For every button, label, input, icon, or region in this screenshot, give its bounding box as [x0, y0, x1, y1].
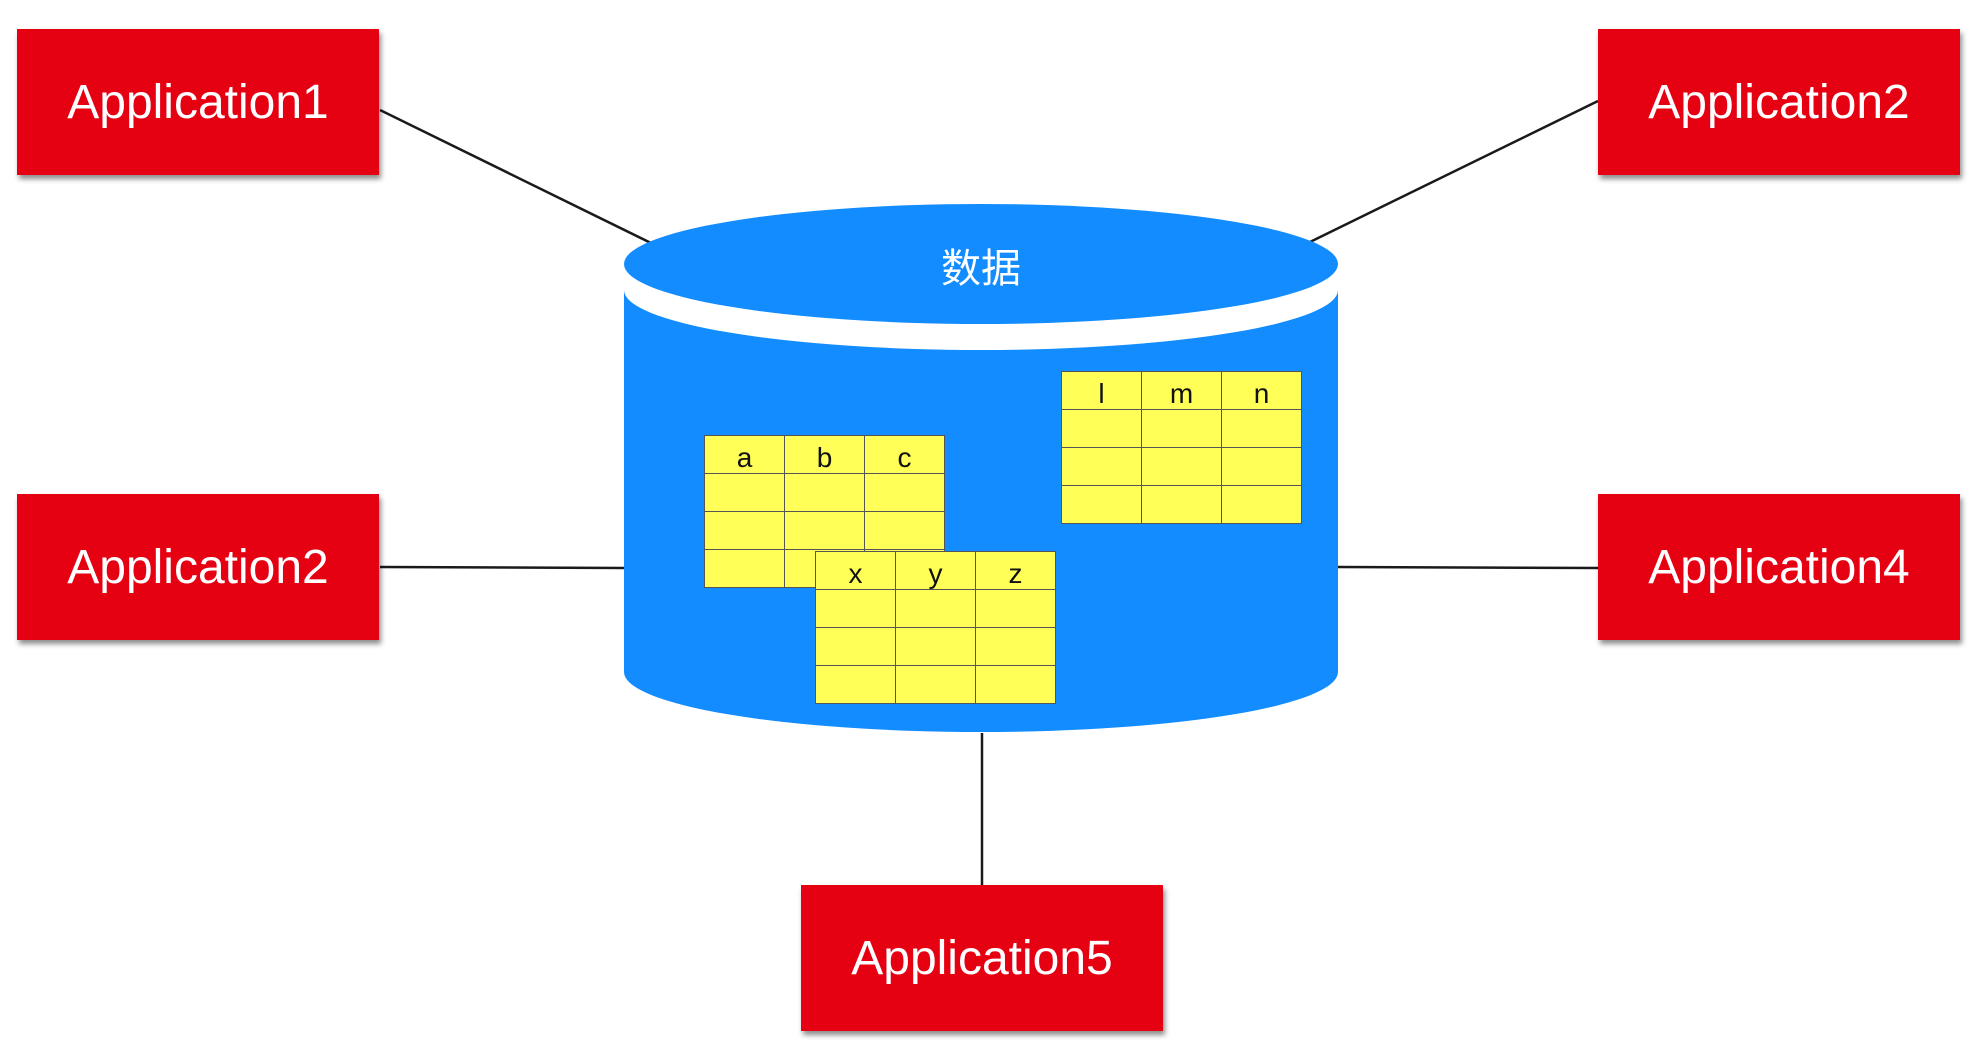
table-cell — [865, 512, 945, 550]
table-cell — [1062, 410, 1142, 448]
table-header-cell: z — [976, 552, 1056, 590]
table-header-cell: c — [865, 436, 945, 474]
app-box-application1[interactable]: Application1 — [17, 29, 379, 175]
connector-app2-left-db — [379, 565, 625, 570]
app-label: Application2 — [1648, 75, 1910, 129]
table-cell — [976, 628, 1056, 666]
app-label: Application5 — [851, 931, 1113, 985]
app-box-application5[interactable]: Application5 — [801, 885, 1163, 1031]
table-cell — [785, 512, 865, 550]
database-top — [624, 204, 1338, 324]
app-label: Application2 — [67, 540, 329, 594]
table-header-cell: b — [785, 436, 865, 474]
table-cell — [896, 628, 976, 666]
app-label: Application4 — [1648, 540, 1910, 594]
table-cell — [816, 628, 896, 666]
table-header-cell: a — [705, 436, 785, 474]
table-cell — [1142, 486, 1222, 524]
app-label: Application1 — [67, 75, 329, 129]
table-header-cell: l — [1062, 372, 1142, 410]
table-cell — [785, 474, 865, 512]
database-label: 数据 — [941, 246, 1021, 292]
table-cell — [1222, 486, 1302, 524]
app-box-application4[interactable]: Application4 — [1598, 494, 1960, 640]
app-box-application2-top[interactable]: Application2 — [1598, 29, 1960, 175]
table-cell — [705, 512, 785, 550]
table-xyz: x y z — [815, 551, 1056, 704]
table-cell — [1062, 486, 1142, 524]
table-cell — [1062, 448, 1142, 486]
table-header-cell: n — [1222, 372, 1302, 410]
table-cell — [1142, 448, 1222, 486]
table-cell — [896, 590, 976, 628]
table-cell — [976, 666, 1056, 704]
connector-app2-top-db — [1309, 99, 1599, 244]
table-cell — [705, 550, 785, 588]
connector-app4-db — [1337, 565, 1599, 570]
table-cell — [896, 666, 976, 704]
table-header-cell: m — [1142, 372, 1222, 410]
table-cell — [816, 666, 896, 704]
table-header-cell: y — [896, 552, 976, 590]
table-cell — [1142, 410, 1222, 448]
table-cell — [816, 590, 896, 628]
table-cell — [865, 474, 945, 512]
table-cell — [705, 474, 785, 512]
connector-app1-db — [379, 108, 656, 247]
table-abc: a b c — [704, 435, 945, 588]
table-cell — [1222, 448, 1302, 486]
table-lmn: l m n — [1061, 371, 1302, 524]
app-box-application2-left[interactable]: Application2 — [17, 494, 379, 640]
table-cell — [976, 590, 1056, 628]
table-cell — [1222, 410, 1302, 448]
table-header-cell: x — [816, 552, 896, 590]
